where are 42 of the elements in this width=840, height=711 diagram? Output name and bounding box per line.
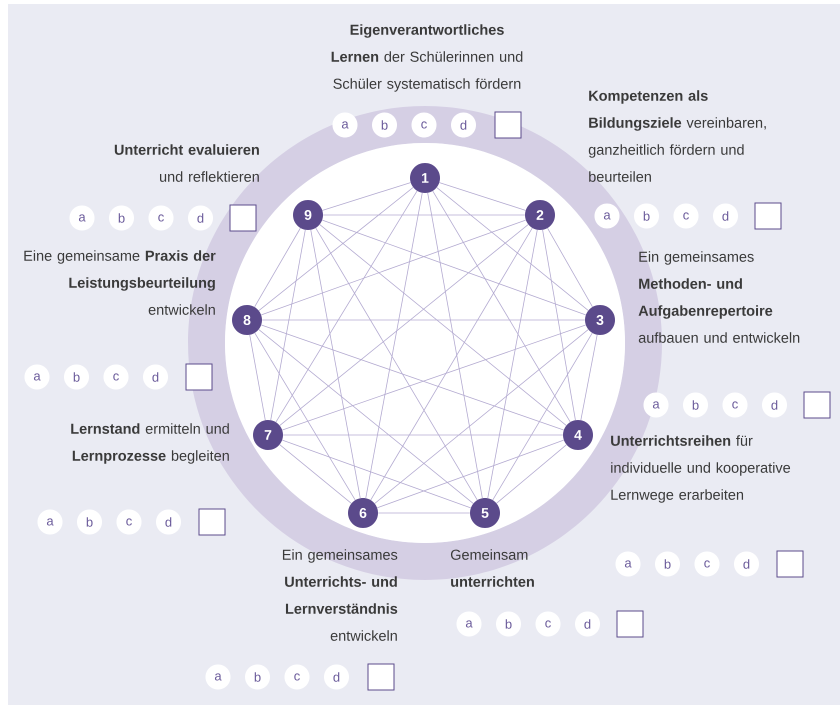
connecting-line bbox=[279, 444, 352, 504]
connecting-line bbox=[322, 182, 411, 211]
connecting-line bbox=[270, 230, 306, 420]
connecting-line bbox=[282, 434, 564, 436]
connecting-line bbox=[315, 228, 478, 500]
description-text: Unterricht evaluieren und reflektieren bbox=[114, 144, 259, 182]
description-text: Ein gemeinsames Unterrichts- und Lernverständnis entwickeln bbox=[282, 549, 398, 641]
connecting-line bbox=[310, 230, 361, 498]
connecting-line bbox=[258, 329, 474, 504]
connecting-line bbox=[580, 334, 598, 420]
description-text: Unterrichtsreihen für individuelle und kooperative Lernwege erarbeiten bbox=[611, 435, 790, 503]
connecting-line bbox=[258, 187, 414, 311]
connecting-line bbox=[370, 228, 533, 500]
connecting-line bbox=[492, 332, 593, 500]
connecting-line bbox=[249, 334, 266, 420]
connecting-line bbox=[322, 214, 526, 216]
description-text: Eigenverantwortliches Lernen der Schülerinnen und Schüler systematisch fördern bbox=[332, 24, 522, 92]
description-text: Gemeinsam unterrichten bbox=[450, 549, 534, 587]
connecting-line bbox=[378, 512, 470, 514]
connecting-line bbox=[436, 187, 589, 311]
connecting-line bbox=[260, 220, 526, 316]
connecting-line bbox=[282, 440, 472, 508]
connecting-line bbox=[439, 182, 526, 211]
connecting-line bbox=[376, 440, 564, 508]
connecting-line bbox=[427, 192, 483, 498]
connecting-line bbox=[547, 228, 593, 308]
description-text: Kompetenzen als Bildungsziele vereinbaren, ganzheitlich fördern und beurteilen bbox=[588, 90, 766, 182]
connecting-line bbox=[487, 230, 538, 498]
description-text: Ein gemeinsames Methoden- und Aufgabenrepertoire aufbauen und entwickeln bbox=[638, 251, 800, 343]
connecting-line bbox=[322, 220, 586, 316]
connecting-line bbox=[254, 332, 356, 500]
description-text: Lernstand ermitteln und Lernprozesse begleiten bbox=[71, 423, 229, 464]
connecting-line bbox=[279, 224, 529, 426]
connecting-line bbox=[276, 190, 418, 422]
connecting-line bbox=[254, 228, 301, 308]
connecting-line bbox=[432, 190, 571, 422]
connecting-line bbox=[374, 329, 589, 504]
description-text: Eine gemeinsame Praxis der Leistungsbeurteilung entwickeln bbox=[24, 250, 216, 315]
connecting-line bbox=[496, 444, 567, 504]
connecting-line bbox=[319, 224, 567, 426]
connecting-line bbox=[542, 230, 576, 420]
connecting-line bbox=[365, 192, 423, 498]
